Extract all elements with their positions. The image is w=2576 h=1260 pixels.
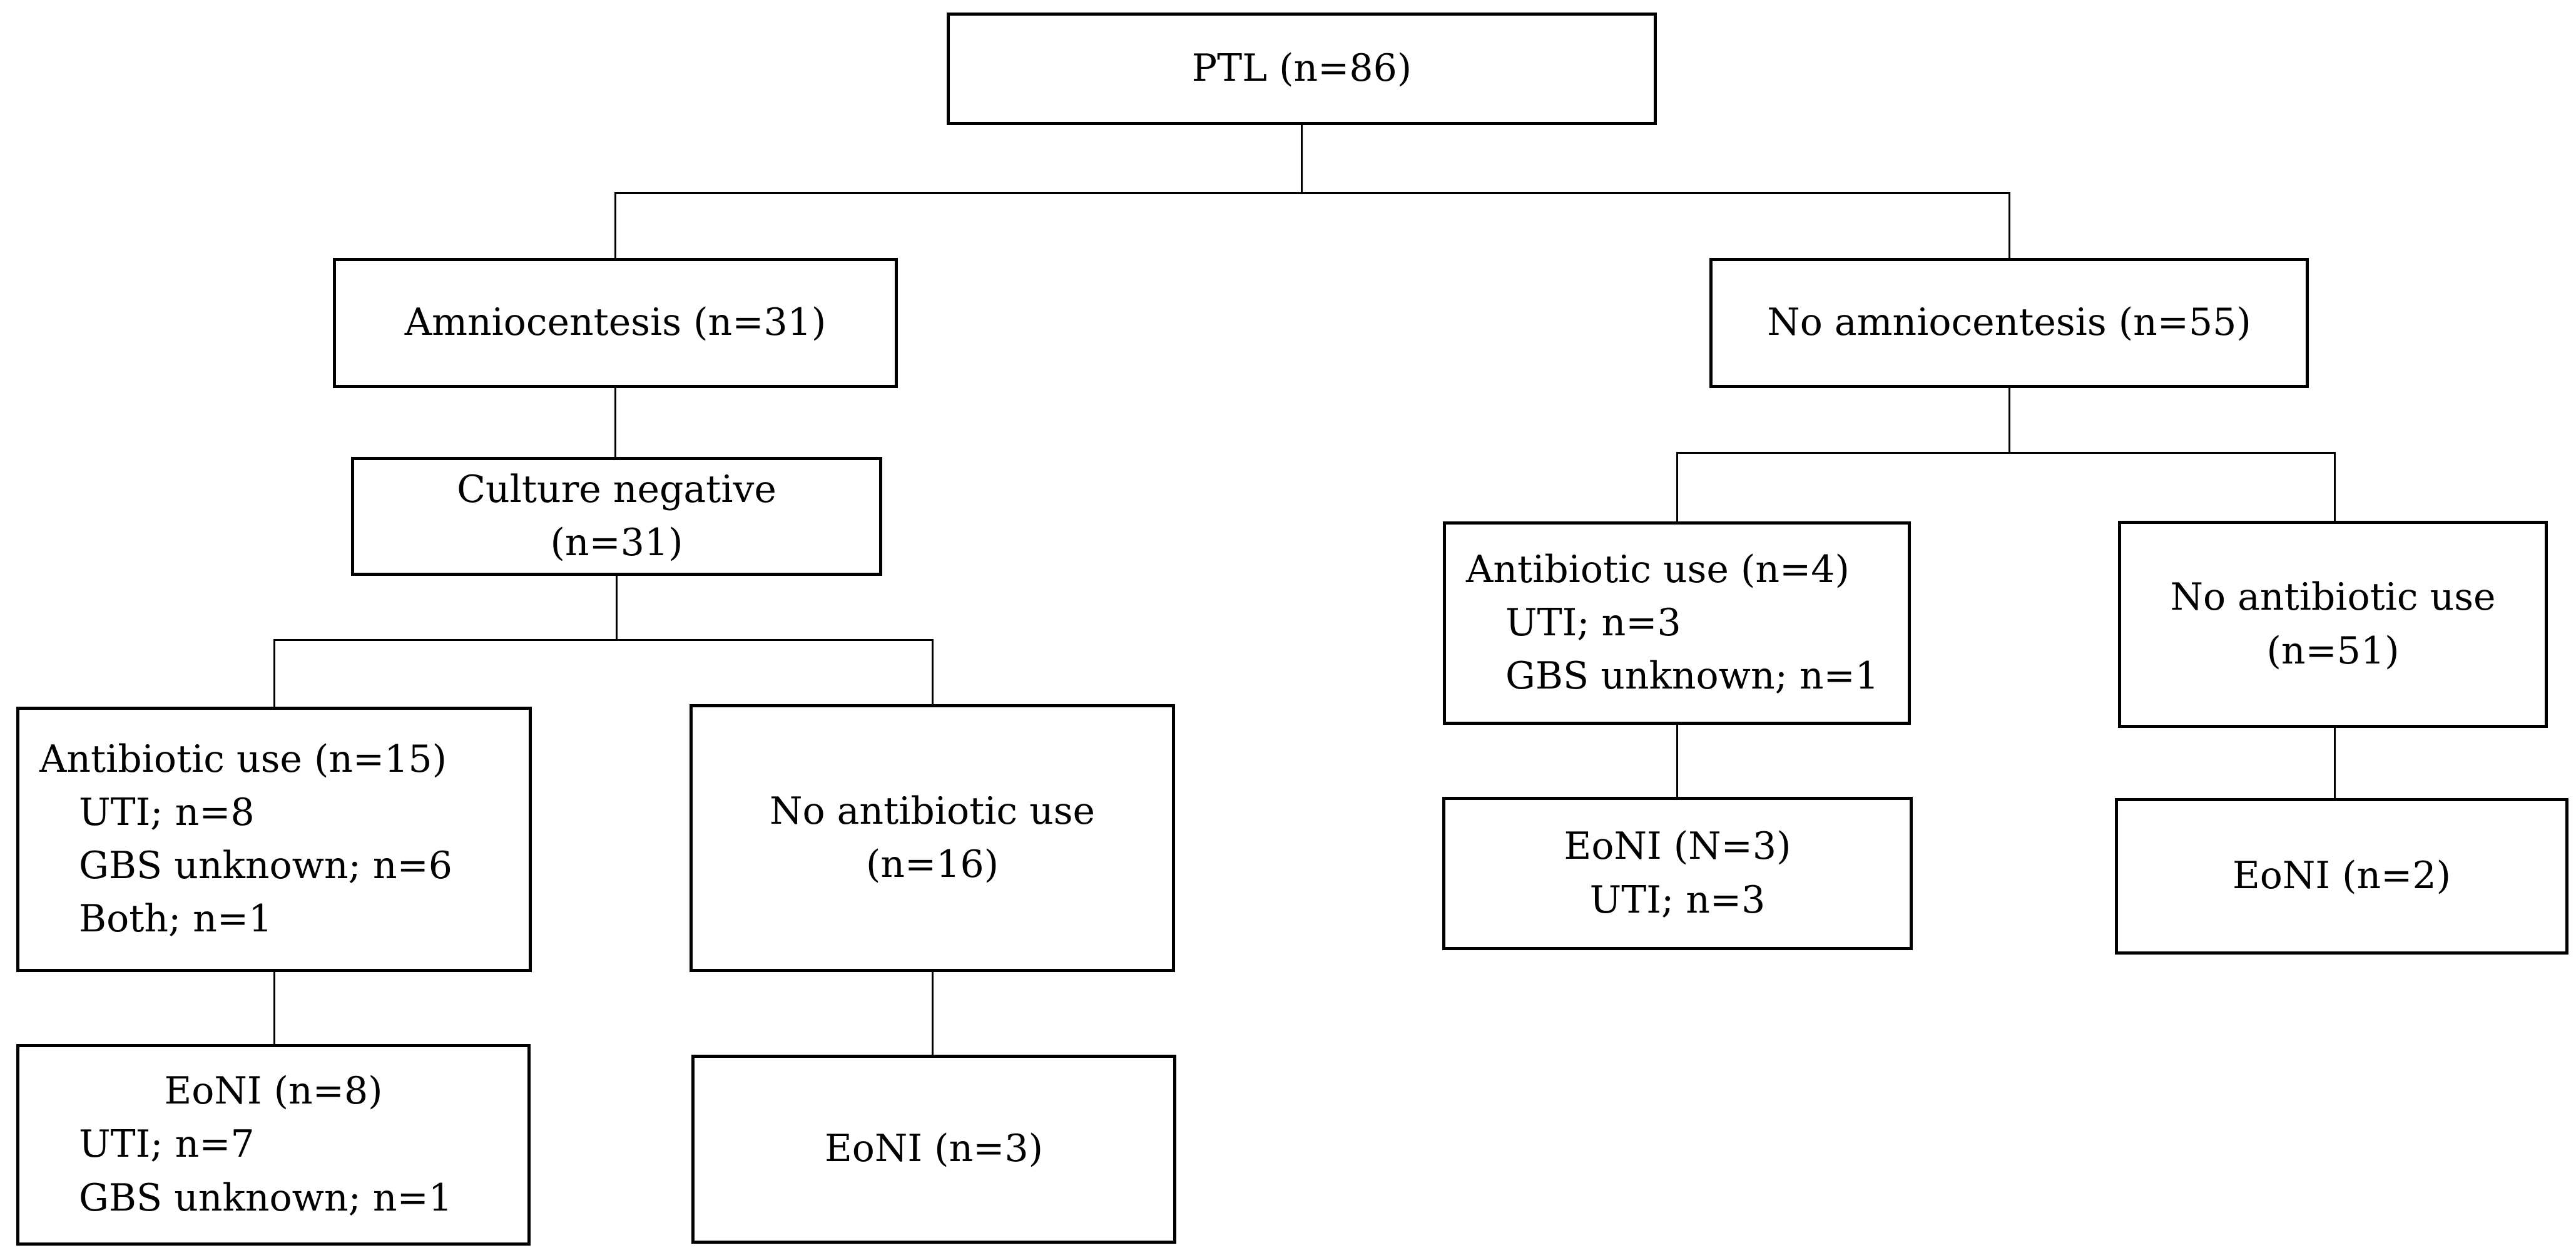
node-eoni-2: EoNI (n=2): [2115, 798, 2568, 955]
node-antibiotic-use-4-line1: Antibiotic use (n=4): [1466, 547, 1850, 592]
node-eoni-8-line3: GBS unknown; n=1: [79, 1175, 452, 1220]
node-no-antibiotic-use-16-line2: (n=16): [865, 843, 999, 886]
edge-ptl-branch: [1301, 124, 1303, 193]
edge-culture-antibiotic-15: [273, 639, 275, 709]
edge-no-amnio-no-antibiotic-51: [2334, 452, 2336, 523]
node-culture-negative: Culture negative (n=31): [351, 457, 882, 576]
node-culture-negative-line2: (n=31): [550, 521, 683, 565]
node-no-antibiotic-use-51-line1: No antibiotic use: [2170, 575, 2496, 620]
node-no-antibiotic-use-51: No antibiotic use (n=51): [2118, 521, 2548, 728]
edge-no-amnio-antibiotic-4: [1676, 452, 1678, 523]
edge-no-amniocentesis-branch: [2008, 386, 2010, 454]
node-eoni-n3: EoNI (N=3) UTI; n=3: [1442, 797, 1913, 950]
node-antibiotic-use-15-line3: GBS unknown; n=6: [79, 844, 452, 888]
edge-branch1-horizontal: [614, 192, 2010, 194]
node-no-antibiotic-use-51-line2: (n=51): [2266, 628, 2400, 673]
node-eoni-3-label: EoNI (n=3): [824, 1127, 1044, 1171]
edge-culture-no-antibiotic-16: [932, 639, 934, 706]
node-no-amniocentesis-label: No amniocentesis (n=55): [1767, 300, 2251, 345]
edge-culture-branch: [616, 574, 618, 641]
edge-branch2-horizontal: [273, 639, 933, 641]
edge-ptl-amniocentesis: [614, 192, 616, 260]
node-antibiotic-use-4-line3: GBS unknown; n=1: [1505, 654, 1879, 699]
node-eoni-8-line1: EoNI (n=8): [164, 1069, 383, 1114]
node-ptl: PTL (n=86): [947, 13, 1657, 125]
node-antibiotic-use-4: Antibiotic use (n=4) UTI; n=3 GBS unknow…: [1443, 521, 1911, 725]
edge-ptl-no-amniocentesis: [2008, 192, 2010, 260]
node-antibiotic-use-15-line2: UTI; n=8: [79, 790, 255, 834]
edge-branch3-horizontal: [1676, 452, 2335, 454]
node-no-antibiotic-use-16: No antibiotic use (n=16): [690, 704, 1175, 972]
node-no-antibiotic-use-16-line1: No antibiotic use: [769, 789, 1096, 833]
node-culture-negative-line1: Culture negative: [457, 467, 776, 511]
edge-no-antibiotic-16-eoni-3: [932, 970, 934, 1057]
node-antibiotic-use-15-line1: Antibiotic use (n=15): [39, 737, 447, 781]
node-antibiotic-use-15: Antibiotic use (n=15) UTI; n=8 GBS unkno…: [16, 707, 532, 972]
node-amniocentesis-label: Amniocentesis (n=31): [404, 300, 827, 345]
node-no-amniocentesis: No amniocentesis (n=55): [1709, 258, 2309, 388]
edge-no-antibiotic-51-eoni-2: [2334, 726, 2336, 800]
node-eoni-n3-line1: EoNI (N=3): [1564, 824, 1791, 869]
node-eoni-8-line2: UTI; n=7: [79, 1122, 255, 1167]
node-eoni-2-label: EoNI (n=2): [2232, 854, 2451, 898]
node-eoni-3: EoNI (n=3): [691, 1055, 1176, 1244]
node-antibiotic-use-15-line4: Both; n=1: [79, 897, 273, 941]
edge-antibiotic-15-eoni-8: [273, 970, 275, 1046]
edge-amniocentesis-culture: [614, 386, 616, 459]
edge-antibiotic-4-eoni-n3: [1676, 723, 1678, 799]
node-antibiotic-use-4-line2: UTI; n=3: [1505, 600, 1681, 645]
node-eoni-8: EoNI (n=8) UTI; n=7 GBS unknown; n=1: [16, 1044, 531, 1246]
node-amniocentesis: Amniocentesis (n=31): [333, 258, 898, 388]
node-eoni-n3-line2: UTI; n=3: [1589, 878, 1766, 922]
node-ptl-label: PTL (n=86): [1191, 46, 1412, 91]
